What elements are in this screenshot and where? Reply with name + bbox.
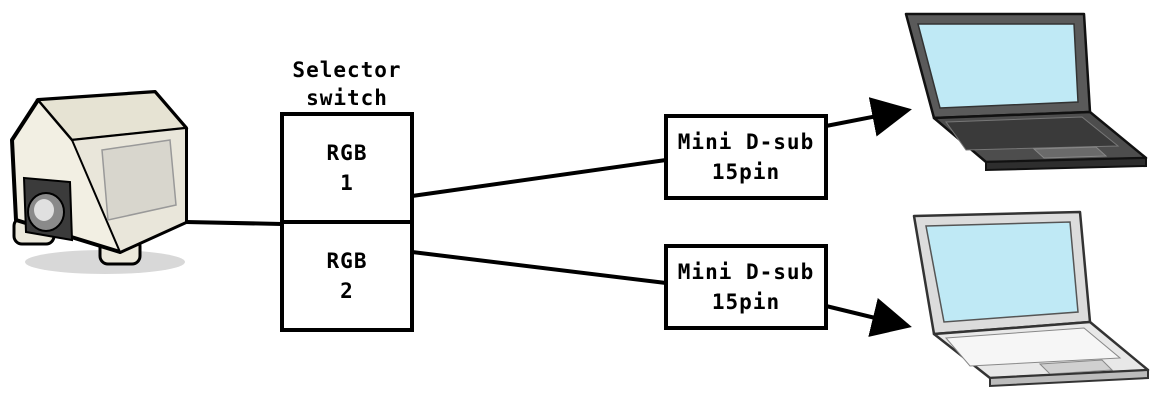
connector-box-2: Mini D-sub 15pin (664, 244, 828, 330)
laptop2-arrow (825, 298, 912, 337)
connector-box-1: Mini D-sub 15pin (664, 114, 828, 200)
rgb2-label: RGB (326, 249, 368, 273)
projector-icon (10, 90, 189, 274)
selector-title-line1: Selector (292, 58, 402, 82)
connector-1-type: Mini D-sub (677, 130, 815, 154)
rgb1-label: RGB (326, 141, 368, 165)
rgb1-port-box: RGB 1 (280, 112, 414, 224)
selector-title-line2: switch (306, 86, 388, 110)
rgb2-cable (411, 250, 667, 285)
laptop1-arrow (825, 97, 912, 137)
projector-cable (185, 220, 283, 226)
connector-2-pins: 15pin (711, 290, 781, 314)
connector-1-pins: 15pin (711, 160, 781, 184)
laptop-icon (912, 210, 1150, 388)
rgb2-number: 2 (340, 279, 354, 303)
rgb1-cable (411, 158, 667, 198)
rgb2-port-box: RGB 2 (280, 220, 414, 332)
rgb1-number: 1 (340, 171, 354, 195)
connector-2-type: Mini D-sub (677, 260, 815, 284)
laptop-icon (904, 12, 1148, 172)
selector-title: Selector switch (282, 56, 412, 112)
